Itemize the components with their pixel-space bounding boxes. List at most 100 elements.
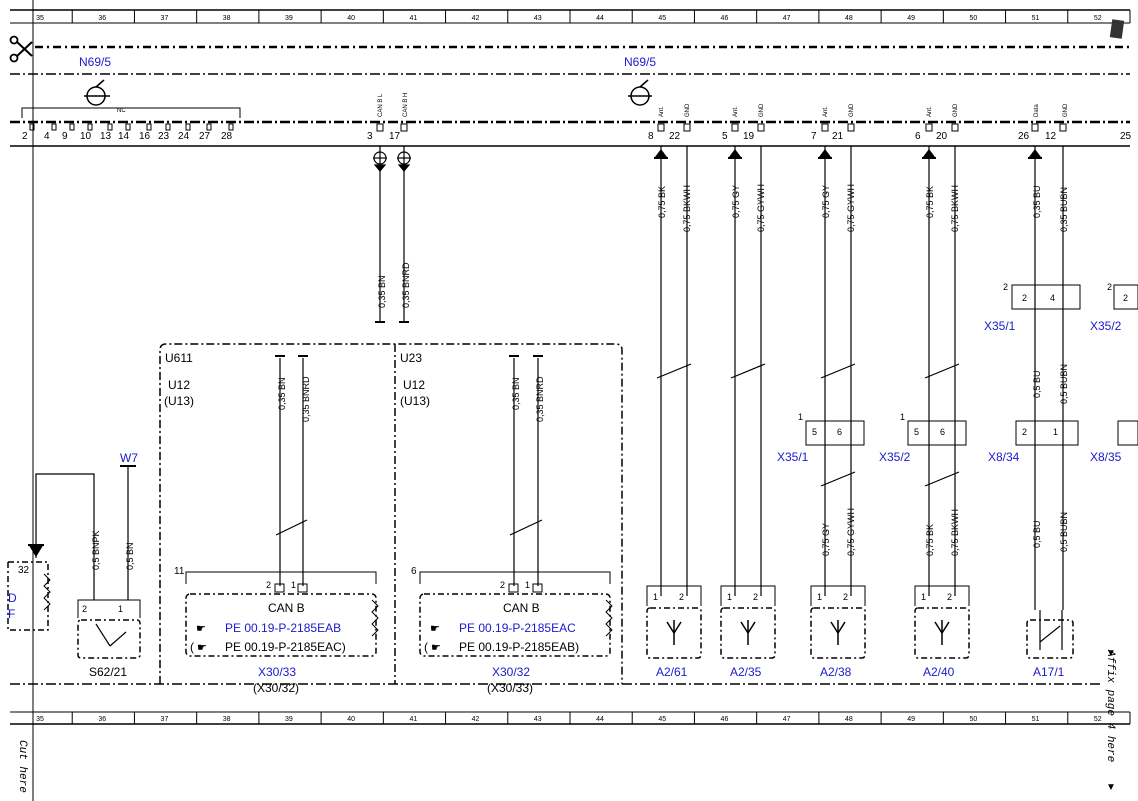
ruler-column-label: 35	[36, 716, 44, 723]
wire-075gy-b: 0,75 GY	[821, 185, 831, 218]
ruler-column-label: 45	[658, 716, 666, 723]
label-a2-38: A2/38	[820, 665, 852, 679]
wire-05bubn-a: 0,5 BUBN	[1059, 364, 1069, 404]
pin-20: 20	[936, 131, 948, 142]
pin-terminal	[206, 123, 212, 131]
ruler-column-label: 36	[98, 716, 106, 723]
antenna-icon	[740, 621, 756, 635]
twist-mark	[924, 363, 960, 379]
pin-terminal	[87, 123, 93, 131]
label-x30-32-paren: (X30/32)	[253, 681, 299, 695]
a17-1-block	[1026, 610, 1074, 659]
pe-ref-b2[interactable]: PE 00.19-P-2185EAB)	[459, 640, 579, 654]
antenna-block	[914, 607, 970, 659]
wire-075gywh-b: 0,75 GYWH	[846, 184, 856, 232]
ruler-column-label: 43	[534, 15, 542, 22]
pin-2-s62: 2	[82, 604, 87, 614]
label-x8-34: X8/34	[988, 450, 1020, 464]
left-pin-label: 27	[199, 131, 211, 142]
pin-2-x30-33: 2	[266, 580, 271, 590]
antenna-block-bracket	[810, 585, 866, 606]
antenna-icon	[934, 621, 950, 635]
paren-open-b: (	[424, 640, 428, 654]
pin-terminal	[185, 123, 191, 131]
wire-arrow	[817, 149, 833, 159]
canb-label-a: CAN B	[268, 601, 305, 615]
label-can-b-h: CAN B H	[403, 93, 409, 117]
ruler-column-label: 47	[783, 15, 791, 22]
wire-075gy: 0,75 GY	[731, 185, 741, 218]
pin-22: 22	[669, 131, 681, 142]
ruler-column-label: 41	[409, 15, 417, 22]
pin-1-label: 1	[727, 592, 732, 602]
label-a2-61: A2/61	[656, 665, 688, 679]
affix-arrow-icon: ▼	[1106, 648, 1116, 659]
canb-block-x30-32	[419, 571, 613, 657]
ruler-column-label: 46	[721, 716, 729, 723]
pin-6: 6	[915, 131, 921, 142]
label-u23: U23	[400, 351, 422, 365]
label-x35-1: X35/1	[777, 450, 809, 464]
pe-ref-a2[interactable]: PE 00.19-P-2185EAC)	[225, 640, 346, 654]
u611-u23-box	[159, 343, 623, 684]
cut-text: Cut here	[16, 740, 28, 793]
pin-terminal	[731, 123, 739, 132]
x35-connectors-mid	[805, 284, 1138, 446]
pin-6-x35-2: 6	[940, 427, 945, 437]
ruler-column-label: 39	[285, 716, 293, 723]
wire-075gywh-c: 0,75 GYWH	[846, 508, 856, 556]
left-pin-label: 24	[178, 131, 190, 142]
num-11: 11	[174, 566, 185, 577]
pe-link-a1[interactable]: PE 00.19-P-2185EAB	[225, 621, 341, 635]
pin-terminal	[400, 123, 408, 132]
top-terminals	[376, 123, 1067, 132]
pin-1-x8-34: 1	[1053, 427, 1058, 437]
ruler-column-label: 41	[409, 716, 417, 723]
pin-terminal	[228, 123, 234, 131]
wire-05bn: 0,5 BN	[125, 542, 135, 570]
pin-terminal	[821, 123, 829, 132]
wire-05bnpk: 0,5 BNPK	[91, 530, 101, 570]
twist-mark	[820, 363, 856, 379]
pin-5-x35-1: 5	[812, 427, 817, 437]
pin-terminal	[757, 123, 765, 132]
wire-075gy-c: 0,75 GY	[821, 523, 831, 556]
pin-terminal	[951, 123, 959, 132]
ruler-column-label: 40	[347, 716, 355, 723]
pe-link-b1[interactable]: PE 00.19-P-2185EAC	[459, 621, 576, 635]
label-a17-1: A17/1	[1033, 665, 1065, 679]
pin-25: 25	[1120, 131, 1132, 142]
label-gnd-2: GND	[759, 103, 765, 117]
n69-label-left: N69/5	[79, 55, 111, 69]
left-pin-label: 9	[62, 131, 68, 142]
label-32: 32	[18, 565, 30, 576]
ruler-column-label: 48	[845, 15, 853, 22]
ruler-column-label: 39	[285, 15, 293, 22]
ruler-column-label: 44	[596, 15, 604, 22]
num-6: 6	[411, 566, 417, 577]
wire-035bnrd-u23: 0,35 BNRD	[535, 376, 545, 422]
label-s62-21: S62/21	[89, 665, 127, 679]
wire-05bubn-b: 0,5 BUBN	[1059, 512, 1069, 552]
affix-text: Affix page 4 here	[1104, 649, 1116, 762]
pin-1-label: 1	[921, 592, 926, 602]
pin-terminal	[1059, 123, 1067, 132]
left-pin-label: 2	[22, 131, 28, 142]
ruler-column-label: 50	[969, 716, 977, 723]
nc-bracket	[21, 79, 241, 118]
label-a2-35: A2/35	[730, 665, 762, 679]
left-pin-label: 13	[100, 131, 112, 142]
hand-icon-a2: ☛	[197, 642, 207, 654]
twist-mark	[730, 363, 766, 379]
wire-arrow	[921, 149, 937, 159]
left-pin-label: 10	[80, 131, 92, 142]
wire-035bn-top: 0,35 BN	[377, 275, 387, 308]
page-corner-mark	[1109, 19, 1125, 39]
pin-21: 21	[832, 131, 844, 142]
pin-2-label: 2	[679, 592, 684, 602]
hand-icon-b2: ☛	[431, 642, 441, 654]
pin-12: 12	[1045, 131, 1057, 142]
pin-4-x35-1-top: 4	[1050, 293, 1055, 303]
left-pin-label: 4	[44, 131, 50, 142]
